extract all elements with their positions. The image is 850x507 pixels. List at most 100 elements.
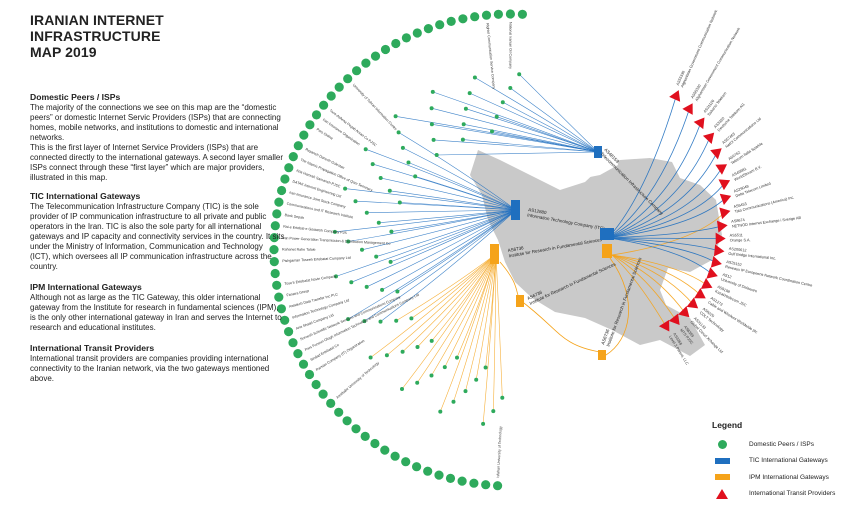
isp-link-dot — [393, 114, 398, 119]
isp-link-dot — [406, 160, 411, 165]
isp-node-dot — [274, 197, 284, 207]
isp-label: Amirkabir University of Technology — [335, 361, 380, 400]
isp-node-dot — [493, 9, 503, 19]
gateway-bar-ipm_main — [490, 244, 499, 264]
isp-link-dot — [364, 284, 369, 289]
connection-line — [607, 152, 718, 239]
connection-line — [417, 253, 497, 348]
gateway-link-line — [519, 299, 601, 353]
isp-node-dot — [435, 20, 445, 30]
isp-link-dot — [429, 106, 434, 111]
connection-line — [607, 108, 690, 239]
connection-line — [607, 237, 717, 264]
isp-label: Rahanet Rahe Talaie — [282, 248, 316, 252]
transit-provider-triangle — [710, 255, 722, 268]
connection-line — [607, 225, 722, 239]
transit-provider-triangle — [719, 193, 732, 205]
isp-node-dot — [270, 221, 280, 231]
legend-item-isp: Domestic Peers / ISPs — [712, 436, 835, 453]
transit-name: Orange S.A. — [730, 238, 751, 242]
isp-link-dot — [490, 129, 494, 134]
isp-link-dot — [362, 319, 367, 324]
isp-link-dot — [378, 176, 383, 180]
section-heading: IPM International Gateways — [30, 282, 142, 292]
connection-line — [607, 237, 713, 275]
connection-line — [607, 237, 720, 239]
connection-line — [482, 253, 497, 424]
connection-line — [365, 148, 517, 211]
transit-asn: AS49981 — [731, 167, 747, 178]
isp-link-dot — [363, 147, 368, 152]
title-line-1: IRANIAN INTERNET INFRASTRUCTURE — [30, 12, 164, 44]
isp-node-dot — [458, 14, 468, 24]
isp-node-dot — [298, 359, 309, 369]
isp-node-dot — [423, 466, 433, 476]
isp-label: Pishgaman Toseeh Ertebatat Company Ltd — [282, 256, 351, 263]
connection-line — [495, 253, 503, 398]
isp-link-dot — [346, 317, 351, 322]
legend-label: Domestic Peers / ISPs — [749, 440, 815, 448]
transit-provider-triangle — [682, 103, 693, 115]
isp-node-dot — [481, 480, 491, 490]
isp-link-dot — [389, 229, 394, 234]
isp-node-dot — [343, 74, 353, 84]
isp-link-dot — [387, 188, 392, 193]
isp-link-dot — [430, 89, 435, 94]
transit-asn: AS25152 — [726, 260, 742, 267]
connection-line — [611, 254, 686, 314]
transit-asn: AS3356 — [672, 332, 683, 346]
transit-asn: AS6453 — [733, 202, 747, 209]
gateway-asn: AS6736 — [600, 328, 610, 345]
gateway-bar-ipm-east — [602, 244, 612, 258]
isp-node-dot — [274, 292, 284, 302]
connection-line — [370, 253, 497, 358]
section-body: International transit providers are comp… — [30, 354, 270, 383]
isp-node-dot — [342, 416, 352, 426]
isp-node-dot — [423, 24, 433, 34]
isp-link-dot — [346, 239, 351, 244]
section-body: This is the first layer of Internet Serv… — [30, 143, 284, 182]
isp-link-dot — [364, 210, 369, 215]
isp-node-dot — [412, 28, 422, 38]
connection-line — [378, 209, 517, 224]
isp-link-dot — [388, 259, 393, 264]
isp-node-dot — [470, 12, 480, 22]
transit-asn: AS55330 — [676, 70, 686, 86]
isp-link-dot — [472, 75, 477, 80]
connection-line — [432, 91, 599, 153]
gateway-bar-tic_main — [511, 200, 520, 220]
isp-link-dot — [474, 377, 479, 382]
legend-item-transit: International Transit Providers — [712, 486, 835, 503]
transit-provider-triangle — [718, 179, 731, 191]
isp-node-dot — [469, 478, 479, 488]
connection-line — [611, 254, 708, 286]
isp-link-dot — [451, 399, 456, 404]
isp-link-dot — [368, 355, 373, 360]
connection-line — [611, 254, 694, 305]
isp-link-dot — [517, 72, 522, 77]
connection-line — [444, 253, 497, 368]
isp-link-dot — [463, 106, 468, 111]
connection-line — [510, 87, 599, 153]
isp-node-dot — [272, 280, 282, 290]
connection-line — [502, 101, 599, 153]
isp-label: Bank Sepah — [284, 213, 304, 220]
connection-line — [380, 177, 517, 211]
transit-asn: AS5511 — [730, 233, 743, 237]
isp-node-dot — [269, 257, 279, 267]
gateway-bar-tic_east — [594, 146, 602, 158]
isp-label: University of Tehran Information Centre — [352, 83, 398, 131]
connection-line — [348, 209, 517, 242]
isp-link-dot — [395, 289, 400, 294]
isp-node-dot — [391, 38, 401, 49]
connection-line — [611, 254, 667, 327]
iran-land-shape — [470, 150, 722, 356]
connection-line — [611, 254, 677, 321]
section-domestic-peers: Domestic Peers / ISPs The majority of th… — [30, 92, 285, 183]
transit-provider-triangle — [694, 288, 706, 299]
isp-link-dot — [500, 395, 505, 400]
title-line-2: MAP 2019 — [30, 44, 97, 60]
gateway-bar-ipm_3 — [598, 350, 606, 360]
transit-provider-triangle — [710, 148, 722, 160]
